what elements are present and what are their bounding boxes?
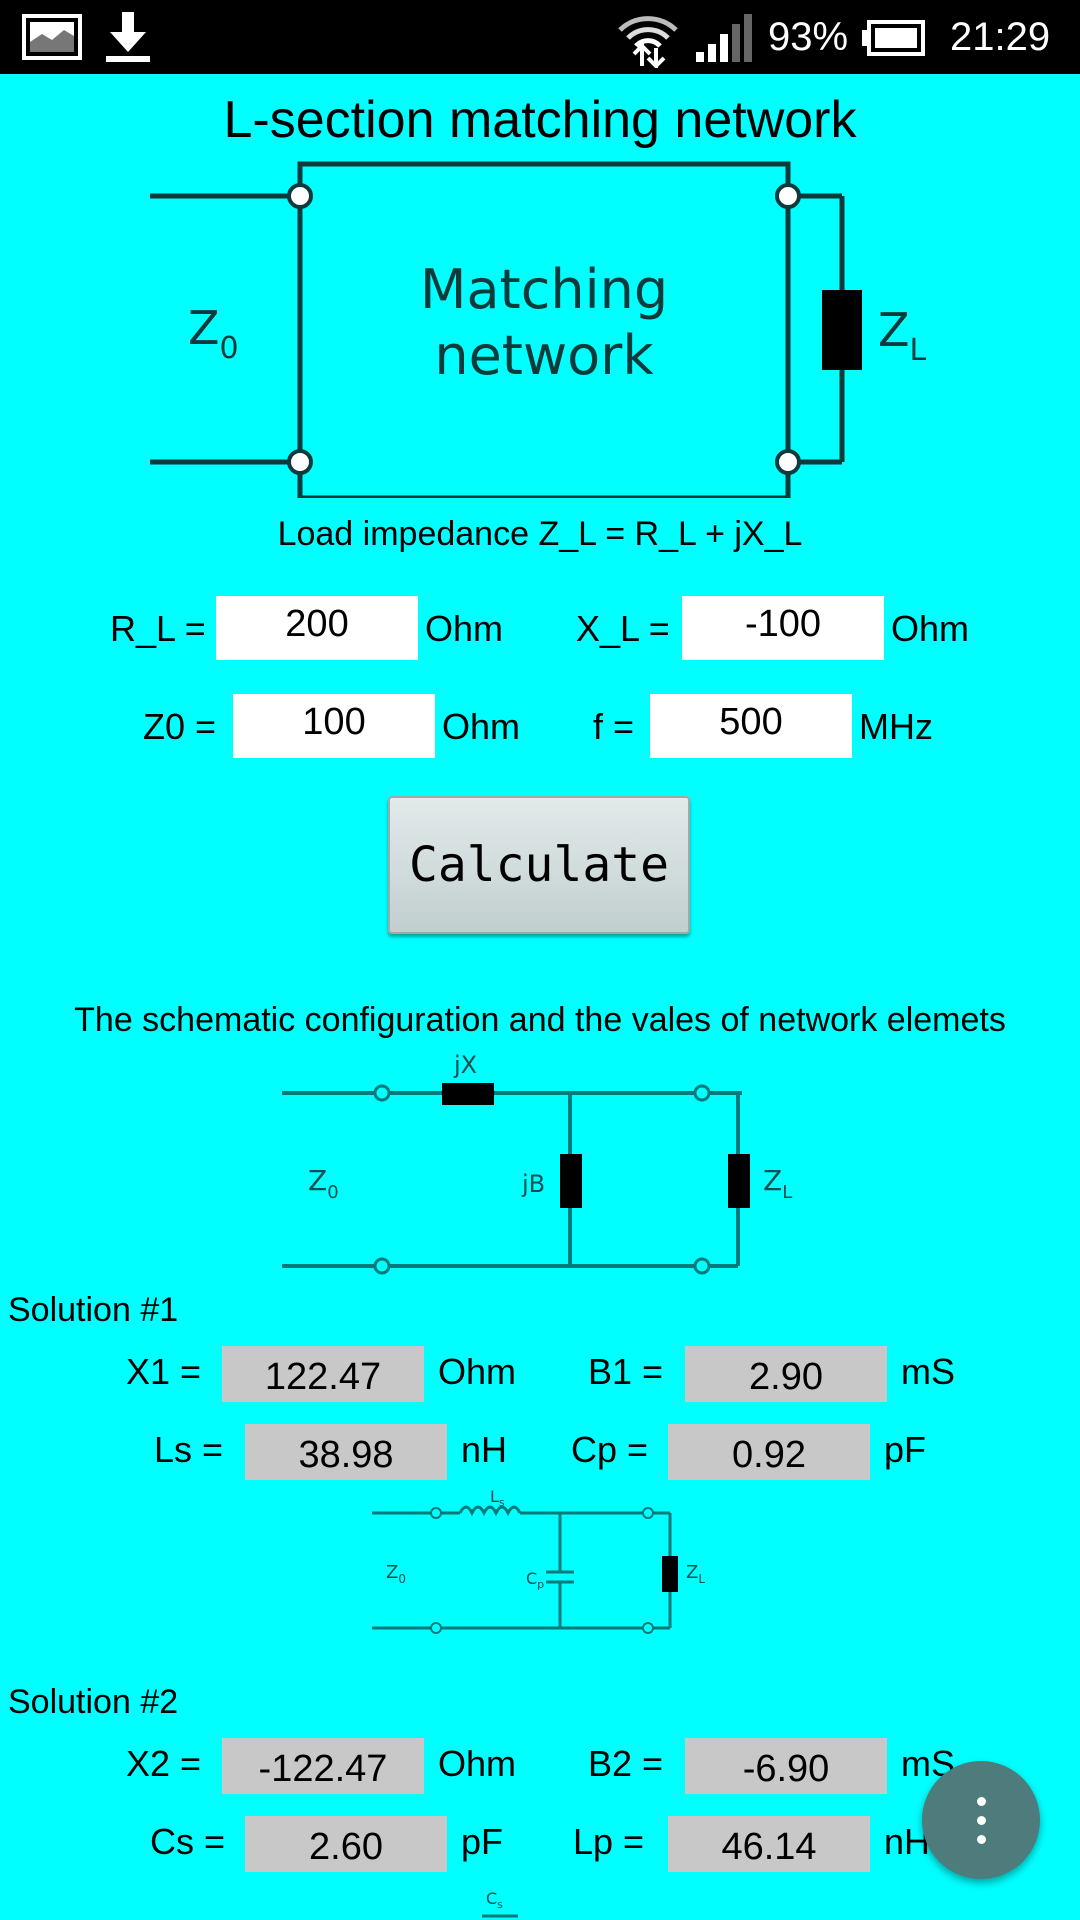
wifi-icon <box>618 16 678 68</box>
diagram3-zl: Z <box>686 1562 698 1583</box>
x2-label: X2 = <box>126 1743 202 1784</box>
cs-unit: pF <box>461 1821 504 1862</box>
svg-text:Z0: Z0 <box>386 1562 406 1586</box>
ls-output: 38.98 <box>245 1424 447 1480</box>
download-icon <box>106 12 150 62</box>
z0-unit: Ohm <box>442 706 521 747</box>
diagram1-z0-label: Z <box>188 301 220 355</box>
cp-label: Cp = <box>571 1429 649 1470</box>
b2-output: -6.90 <box>685 1738 887 1794</box>
l-section-schematic: jX jB Z0 ZL <box>282 1051 792 1275</box>
f-unit: MHz <box>859 706 933 747</box>
svg-text:Cp: Cp <box>526 1569 544 1591</box>
svg-text:ZL: ZL <box>763 1164 792 1203</box>
svg-text:ZL: ZL <box>686 1562 705 1586</box>
diagram1-box-line2: network <box>434 324 654 387</box>
x1-label: X1 = <box>126 1351 202 1392</box>
diagram3-ls-sub: s <box>499 1496 505 1509</box>
ls-unit: nH <box>461 1429 508 1470</box>
diagram1-zl-sub: L <box>910 333 927 368</box>
lp-label: Lp = <box>573 1821 645 1862</box>
rl-input[interactable]: 200 <box>216 596 418 660</box>
solution1-schematic: Ls Cp Z0 ZL <box>372 1487 705 1634</box>
z0-input[interactable]: 100 <box>233 694 435 758</box>
rl-unit: Ohm <box>425 608 504 649</box>
svg-text:ZL: ZL <box>878 303 927 368</box>
b2-label: B2 = <box>588 1743 664 1784</box>
diagram3-z0: Z <box>386 1562 398 1583</box>
diagram4-cs: C <box>486 1889 497 1908</box>
diagram4-cs-sub: s <box>497 1898 503 1911</box>
diagram2-z0-sub: 0 <box>327 1182 338 1203</box>
b1-label: B1 = <box>588 1351 664 1392</box>
solution2-heading: Solution #2 <box>8 1683 179 1721</box>
diagram3-z0-sub: 0 <box>398 1572 406 1586</box>
diagram2-z0: Z <box>308 1164 327 1197</box>
f-label: f = <box>593 706 635 747</box>
matching-network-diagram: Z0 Matching network ZL <box>150 161 927 498</box>
diagram2-jx: jX <box>453 1051 477 1079</box>
diagram2-zl: Z <box>763 1164 782 1197</box>
diagram2-jb: jB <box>521 1170 545 1198</box>
b1-unit: mS <box>901 1351 955 1392</box>
load-impedance-caption: Load impedance Z_L = R_L + jX_L <box>277 515 803 553</box>
rl-label: R_L = <box>110 608 206 649</box>
diagram3-zl-sub: L <box>698 1572 705 1586</box>
lp-output: 46.14 <box>668 1816 870 1872</box>
image-icon <box>22 14 82 60</box>
status-bar: 93% 21:29 <box>0 0 1080 74</box>
ls-label: Ls = <box>154 1429 224 1470</box>
svg-text:Z0: Z0 <box>308 1164 339 1203</box>
diagram2-zl-sub: L <box>782 1182 792 1203</box>
battery-icon <box>862 20 925 56</box>
x1-unit: Ohm <box>438 1351 517 1392</box>
f-input[interactable]: 500 <box>650 694 852 758</box>
diagram1-z0-sub: 0 <box>220 331 239 366</box>
xl-input[interactable]: -100 <box>682 596 884 660</box>
svg-text:Ls: Ls <box>490 1487 505 1509</box>
calculate-button[interactable]: Calculate <box>388 796 690 934</box>
clock: 21:29 <box>950 15 1051 59</box>
battery-percent: 93% <box>768 15 849 59</box>
page-title: L-section matching network <box>223 91 857 149</box>
z0-label: Z0 = <box>143 706 217 747</box>
xl-unit: Ohm <box>891 608 970 649</box>
cp-output: 0.92 <box>668 1424 870 1480</box>
svg-text:Z0: Z0 <box>188 301 239 366</box>
x2-unit: Ohm <box>438 1743 517 1784</box>
schematic-caption: The schematic configuration and the vale… <box>74 1001 1006 1039</box>
diagram3-ls: L <box>490 1487 499 1506</box>
more-options-button[interactable] <box>922 1761 1040 1879</box>
solution2-schematic: Cs <box>482 1889 518 1918</box>
solution1-heading: Solution #1 <box>8 1291 179 1329</box>
svg-text:Cs: Cs <box>486 1889 503 1911</box>
diagram1-zl-label: Z <box>878 303 910 357</box>
cs-output: 2.60 <box>245 1816 447 1872</box>
x2-output: -122.47 <box>222 1738 424 1794</box>
cp-unit: pF <box>884 1429 927 1470</box>
diagram3-cp: C <box>526 1569 537 1588</box>
signal-icon <box>696 14 752 62</box>
xl-label: X_L = <box>576 608 670 649</box>
cs-label: Cs = <box>150 1821 226 1862</box>
b1-output: 2.90 <box>685 1346 887 1402</box>
diagram1-box-line1: Matching <box>420 258 668 321</box>
x1-output: 122.47 <box>222 1346 424 1402</box>
diagram3-cp-sub: p <box>537 1578 544 1591</box>
